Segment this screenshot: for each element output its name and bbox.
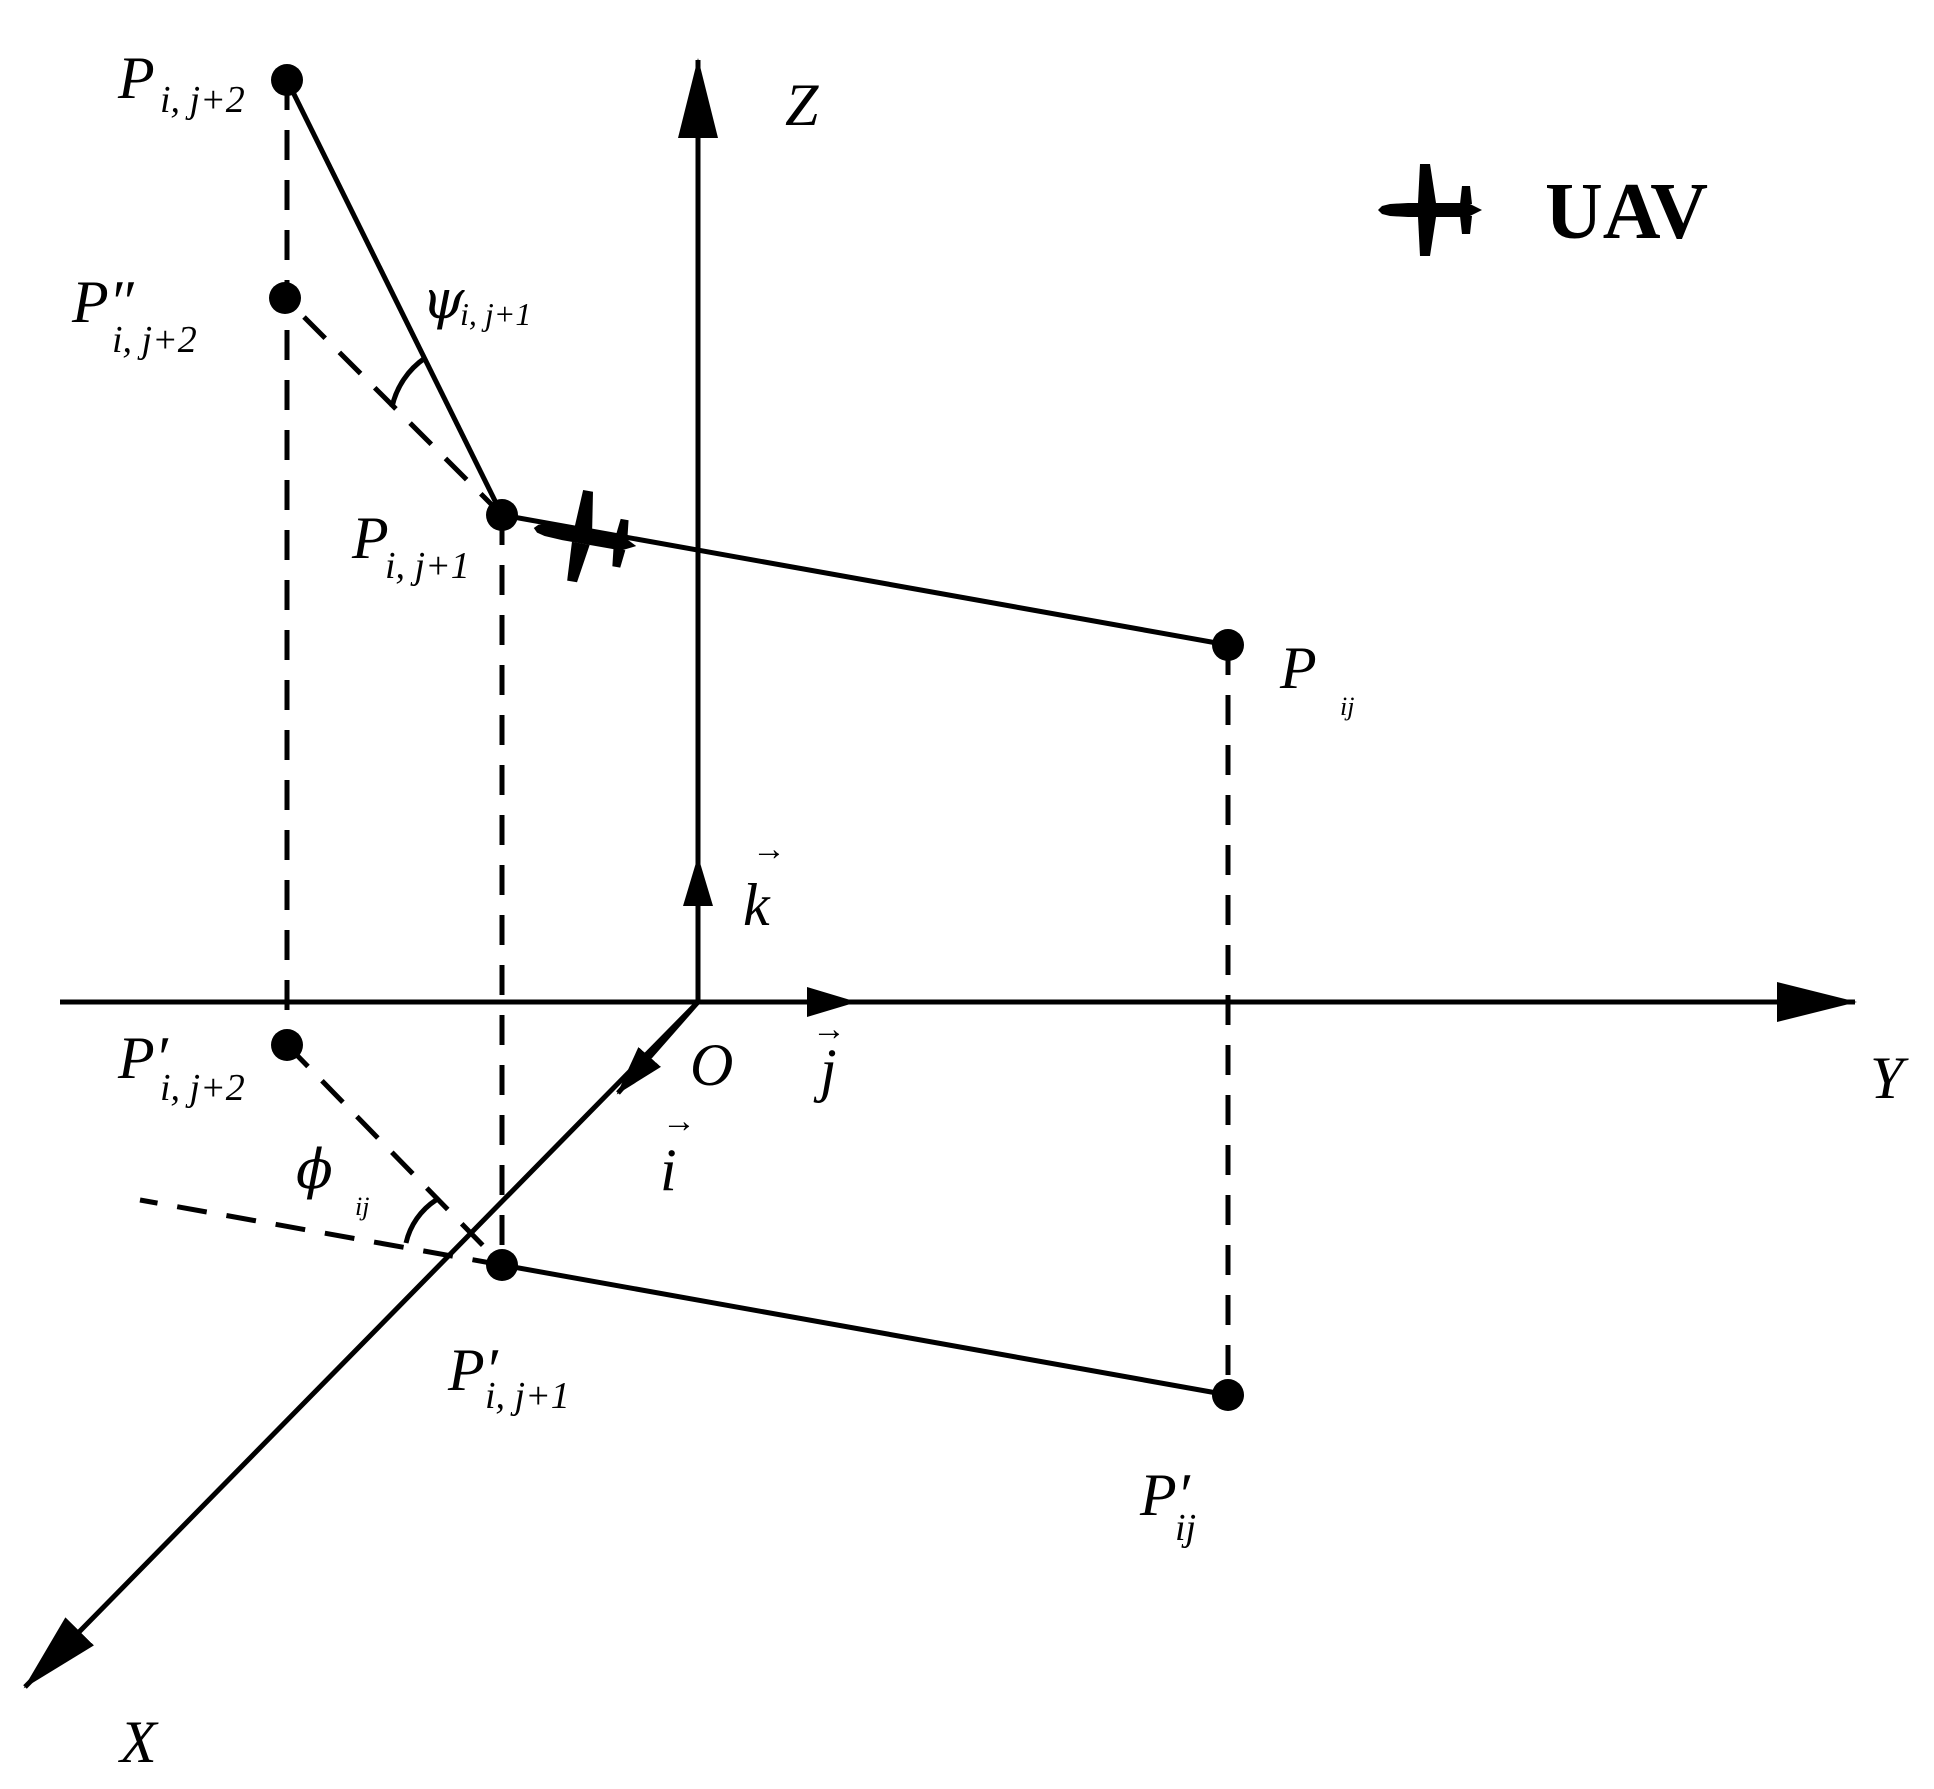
- psi-angle-arc: [389, 355, 427, 408]
- svg-text:P′: P′: [447, 1337, 499, 1403]
- point-p-i-j2: [271, 64, 303, 96]
- svg-text:i, j+2: i, j+2: [160, 79, 245, 121]
- path-segment-upper-1: [284, 78, 505, 517]
- label-p-prime-i-j1: P′ i, j+1: [447, 1337, 570, 1417]
- svg-text:P′: P′: [117, 1025, 169, 1091]
- dashed-extension-ground: [139, 1197, 503, 1268]
- svg-text:i, j+2: i, j+2: [160, 1067, 245, 1109]
- svg-text:i, j+1: i, j+1: [385, 545, 470, 587]
- vector-label-k: k: [743, 872, 771, 938]
- label-p-prime-ij: P′ ij: [1139, 1462, 1196, 1549]
- svg-text:ψ: ψ: [422, 268, 465, 331]
- axis-label-z: Z: [785, 72, 819, 138]
- angle-label-psi: ψ i, j+1: [422, 268, 531, 332]
- svg-text:P: P: [117, 45, 155, 111]
- label-p-i-j2: P i, j+2: [117, 45, 245, 121]
- point-p-dd-i-j2: [269, 282, 301, 314]
- angle-label-phi: ϕ ij: [296, 1138, 369, 1221]
- svg-text:ij: ij: [355, 1192, 369, 1221]
- point-p-prime-i-j2: [271, 1029, 303, 1061]
- vector-label-i: i: [660, 1137, 677, 1203]
- i-vector: [616, 1000, 700, 1095]
- axis-label-x: X: [118, 1709, 159, 1775]
- vector-arrow-j: →: [812, 1011, 846, 1048]
- label-p-ij: P ij: [1279, 635, 1354, 721]
- airplane-icon: [525, 482, 645, 592]
- x-axis: [23, 1000, 700, 1689]
- svg-text:i, j+2: i, j+2: [112, 319, 197, 361]
- path-segment-ground: [501, 1262, 1229, 1398]
- svg-text:P: P: [1279, 635, 1317, 701]
- svg-text:i, j+1: i, j+1: [460, 296, 531, 332]
- legend-uav-label: UAV: [1545, 168, 1708, 256]
- phi-angle-arc: [403, 1197, 438, 1244]
- label-p-dd-i-j2: P″ i, j+2: [71, 269, 197, 361]
- point-p-prime-ij: [1212, 1379, 1244, 1411]
- point-p-i-j1: [486, 499, 518, 531]
- svg-text:P: P: [351, 505, 389, 571]
- point-p-prime-i-j1: [486, 1249, 518, 1281]
- svg-text:P″: P″: [71, 269, 135, 335]
- vector-arrow-i: →: [662, 1103, 696, 1140]
- axis-label-y: Y: [1870, 1045, 1909, 1111]
- origin-label: O: [690, 1032, 733, 1098]
- airplane-icon: [1378, 164, 1482, 256]
- svg-text:ij: ij: [1340, 692, 1354, 721]
- label-p-i-j1: P i, j+1: [351, 505, 470, 587]
- svg-text:i, j+1: i, j+1: [485, 1375, 570, 1417]
- label-p-prime-i-j2: P′ i, j+2: [117, 1025, 245, 1109]
- point-p-ij: [1212, 629, 1244, 661]
- dashed-ground-j2-j1: [285, 1043, 504, 1267]
- svg-text:ϕ: ϕ: [296, 1138, 333, 1201]
- vector-arrow-k: →: [752, 831, 786, 868]
- svg-text:P′: P′: [1139, 1462, 1191, 1528]
- svg-text:ij: ij: [1175, 1507, 1196, 1549]
